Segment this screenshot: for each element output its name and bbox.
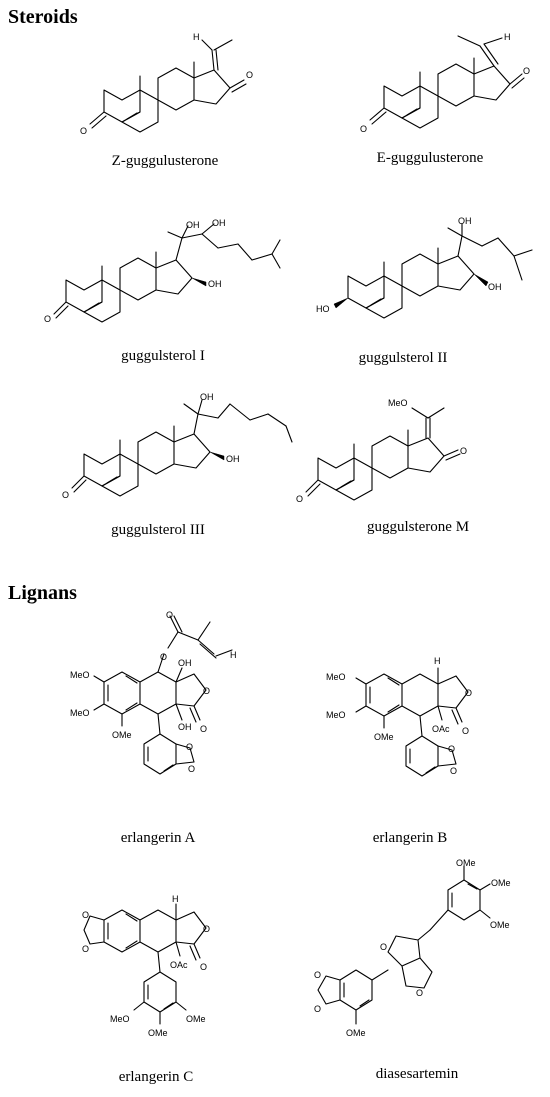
atom-h: H xyxy=(193,32,200,42)
atom-ome: OMe xyxy=(346,1028,366,1038)
atom-o: O xyxy=(465,688,472,698)
atom-o: O xyxy=(166,610,173,620)
atom-o: O xyxy=(314,1004,321,1014)
atom-o: O xyxy=(200,962,207,972)
atom-ome: OMe xyxy=(148,1028,168,1038)
atom-meo: MeO xyxy=(70,670,90,680)
lignans-heading: Lignans xyxy=(8,582,77,604)
caption-erlangerin-b: erlangerin B xyxy=(372,830,448,846)
atom-o: O xyxy=(44,314,51,324)
atom-meo: MeO xyxy=(326,710,346,720)
atom-o: O xyxy=(246,70,253,80)
atom-o: O xyxy=(62,490,69,500)
atom-meo: MeO xyxy=(110,1014,130,1024)
atom-h: H xyxy=(172,894,179,904)
atom-o: O xyxy=(462,726,469,736)
atom-oh: OH xyxy=(178,658,192,668)
atom-o: O xyxy=(80,126,87,136)
caption-guggulsterol-i: guggulsterol I xyxy=(121,348,205,364)
atom-o: O xyxy=(460,446,467,456)
atom-oh: OH xyxy=(208,279,222,289)
atom-h: H xyxy=(230,650,237,660)
atom-o: O xyxy=(296,494,303,504)
steroids-heading: Steroids xyxy=(8,6,78,28)
caption-guggulsterol-ii: guggulsterol II xyxy=(358,350,448,366)
atom-meo: MeO xyxy=(326,672,346,682)
atom-o: O xyxy=(416,988,423,998)
atom-h: H xyxy=(434,656,441,666)
atom-oac: OAc xyxy=(170,960,188,970)
atom-o: O xyxy=(160,652,167,662)
atom-o: O xyxy=(82,944,89,954)
atom-oh: OH xyxy=(200,392,214,402)
caption-erlangerin-a: erlangerin A xyxy=(120,830,196,846)
atom-o: O xyxy=(380,942,387,952)
atom-oh: OH xyxy=(226,454,240,464)
caption-erlangerin-c: erlangerin C xyxy=(118,1069,194,1085)
atom-o: O xyxy=(314,970,321,980)
atom-oh: OH xyxy=(458,216,472,226)
atom-ho: HO xyxy=(316,304,330,314)
atom-oh: OH xyxy=(186,220,200,230)
caption-e-guggulusterone: E-guggulusterone xyxy=(376,150,484,166)
atom-ome: OMe xyxy=(456,858,476,868)
caption-z-guggulusterone: Z-guggulusterone xyxy=(111,153,219,169)
atom-ome: OMe xyxy=(374,732,394,742)
atom-o: O xyxy=(188,764,195,774)
atom-oh: OH xyxy=(488,282,502,292)
atom-o: O xyxy=(360,124,367,134)
atom-oh: OH xyxy=(178,722,192,732)
atom-o: O xyxy=(200,724,207,734)
caption-guggulsterol-iii: guggulsterol III xyxy=(111,522,205,538)
atom-o: O xyxy=(82,910,89,920)
caption-guggulsterone-m: guggulsterone M xyxy=(366,519,470,535)
atom-o: O xyxy=(523,66,530,76)
atom-ome: OMe xyxy=(491,878,511,888)
atom-ome: OMe xyxy=(186,1014,206,1024)
atom-meo: MeO xyxy=(70,708,90,718)
atom-ome: OMe xyxy=(112,730,132,740)
atom-meo: MeO xyxy=(388,398,408,408)
atom-oac: OAc xyxy=(432,724,450,734)
atom-o: O xyxy=(186,742,193,752)
caption-diasesartemin: diasesartemin xyxy=(375,1066,459,1082)
atom-o: O xyxy=(203,924,210,934)
atom-o: O xyxy=(448,744,455,754)
atom-ome: OMe xyxy=(490,920,510,930)
atom-oh: OH xyxy=(212,218,226,228)
atom-h: H xyxy=(504,32,511,42)
atom-o: O xyxy=(450,766,457,776)
atom-o: O xyxy=(203,686,210,696)
